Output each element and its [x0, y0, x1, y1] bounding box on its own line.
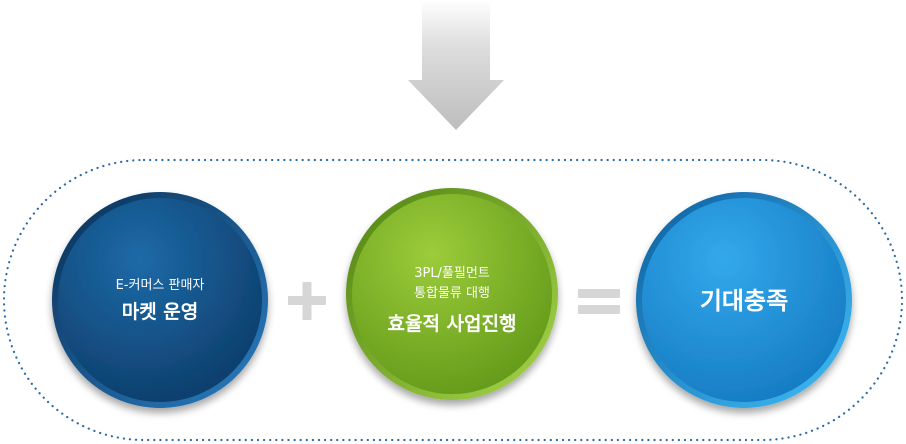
- efficient-business-title: 효율적 사업진행: [388, 313, 517, 335]
- market-operation-circle: [52, 192, 268, 408]
- logistics-agency-subtitle: 통합물류 대행: [414, 285, 490, 301]
- dotted-container: [2, 158, 904, 442]
- market-operation-title: 마켓 운영: [122, 301, 199, 323]
- expectation-met-title: 기대충족: [700, 287, 788, 315]
- 3pl-fulfillment-subtitle: 3PL/풀필먼트: [414, 266, 490, 281]
- efficient-business-circle: [346, 188, 558, 400]
- down-arrow-icon: [408, 0, 504, 130]
- expectation-met-circle: [636, 192, 852, 408]
- plus-icon: [288, 282, 326, 320]
- equals-icon: [578, 289, 620, 314]
- seller-subtitle: E-커머스 판매자: [116, 278, 205, 293]
